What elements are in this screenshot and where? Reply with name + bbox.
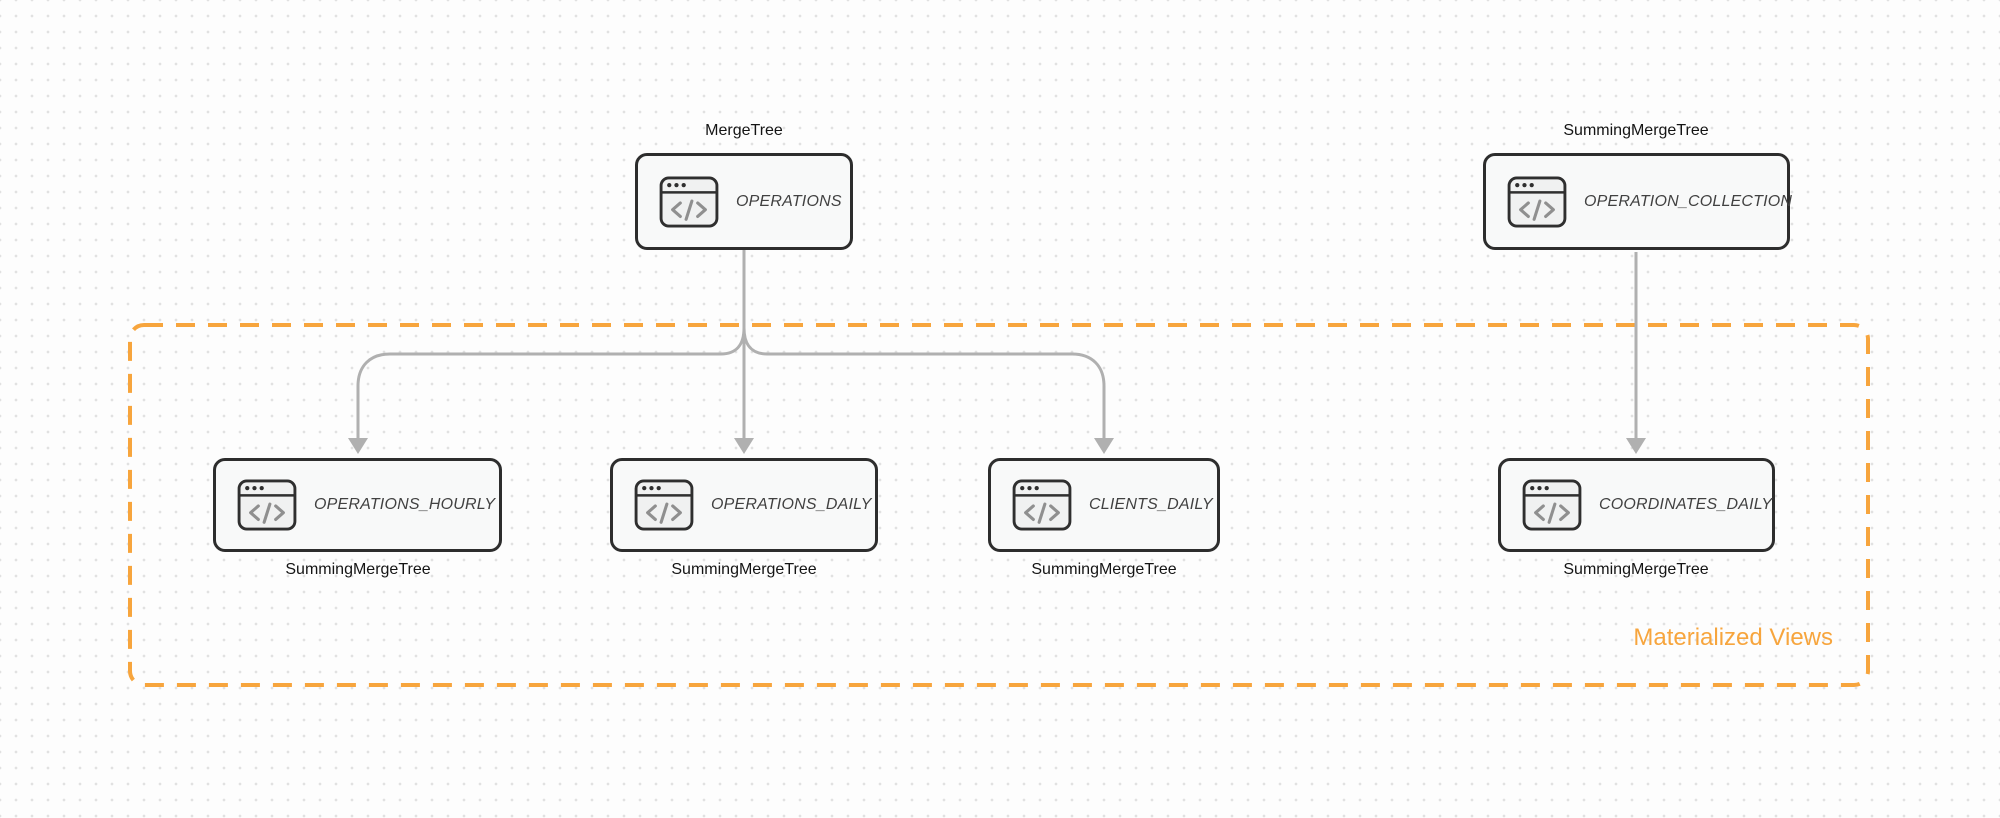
code-window-icon — [1522, 479, 1582, 531]
code-window-icon — [1507, 175, 1567, 228]
node-operation-collection[interactable]: OPERATION_COLLECTION — [1483, 153, 1793, 250]
code-window-icon — [634, 479, 694, 531]
node-label: CLIENTS_DAILY — [1089, 496, 1213, 513]
engine-label-operations-daily: SummingMergeTree — [671, 561, 817, 578]
code-window-icon — [237, 479, 297, 531]
engine-label-operations-hourly: SummingMergeTree — [285, 561, 431, 578]
node-operations[interactable]: OPERATIONS — [635, 153, 853, 250]
node-label: OPERATIONS_DAILY — [711, 496, 872, 513]
code-window-icon — [1012, 479, 1072, 531]
materialized-views-boundary[interactable] — [128, 323, 1870, 687]
code-window-icon — [659, 175, 719, 228]
node-clients-daily[interactable]: CLIENTS_DAILY — [988, 458, 1220, 552]
node-label: OPERATION_COLLECTION — [1584, 192, 1793, 210]
edge-operations-to-clients-daily[interactable] — [742, 327, 1114, 454]
node-label: OPERATIONS_HOURLY — [314, 496, 496, 513]
materialized-views-label: Materialized Views — [1633, 624, 1833, 651]
node-label: OPERATIONS — [736, 192, 842, 210]
engine-label-coordinates-daily: SummingMergeTree — [1563, 561, 1709, 578]
node-operations-daily[interactable]: OPERATIONS_DAILY — [610, 458, 878, 552]
node-coordinates-daily[interactable]: COORDINATES_DAILY — [1498, 458, 1775, 552]
engine-label-clients-daily: SummingMergeTree — [1031, 561, 1177, 578]
node-operations-hourly[interactable]: OPERATIONS_HOURLY — [213, 458, 502, 552]
edge-operation-collection-to-coordinates-daily[interactable] — [1626, 252, 1646, 454]
engine-label-operation-collection: SummingMergeTree — [1563, 122, 1709, 139]
edge-operations-to-operations-hourly[interactable] — [348, 327, 746, 454]
node-label: COORDINATES_DAILY — [1599, 496, 1773, 513]
edge-operations-to-operations-daily[interactable] — [734, 250, 754, 454]
engine-label-operations: MergeTree — [705, 122, 783, 139]
